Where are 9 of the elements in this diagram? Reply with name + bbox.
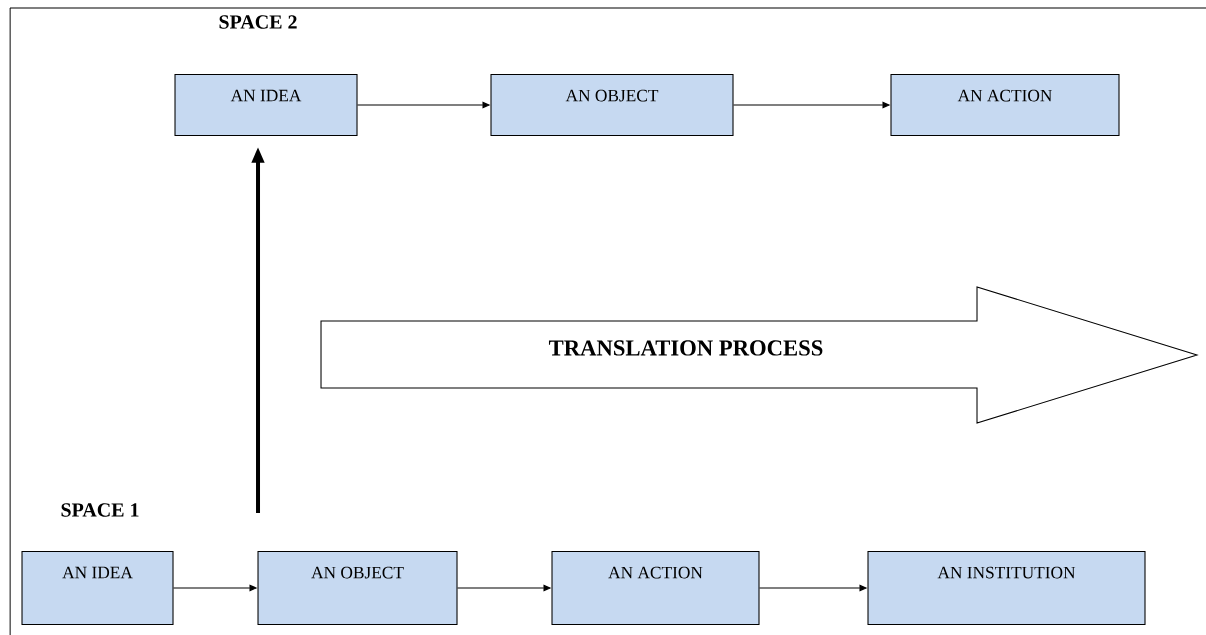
- process-box: AN ACTION: [551, 550, 760, 626]
- section-heading: SPACE 2: [219, 15, 297, 29]
- process-box: AN OBJECT: [490, 73, 734, 137]
- process-box: AN OBJECT: [257, 550, 458, 626]
- process-box: AN IDEA: [21, 550, 174, 626]
- process-box: AN INSTITUTION: [867, 550, 1146, 626]
- process-box: AN ACTION: [890, 73, 1120, 137]
- process-box: AN IDEA: [174, 73, 358, 137]
- section-heading: SPACE 1: [61, 503, 139, 517]
